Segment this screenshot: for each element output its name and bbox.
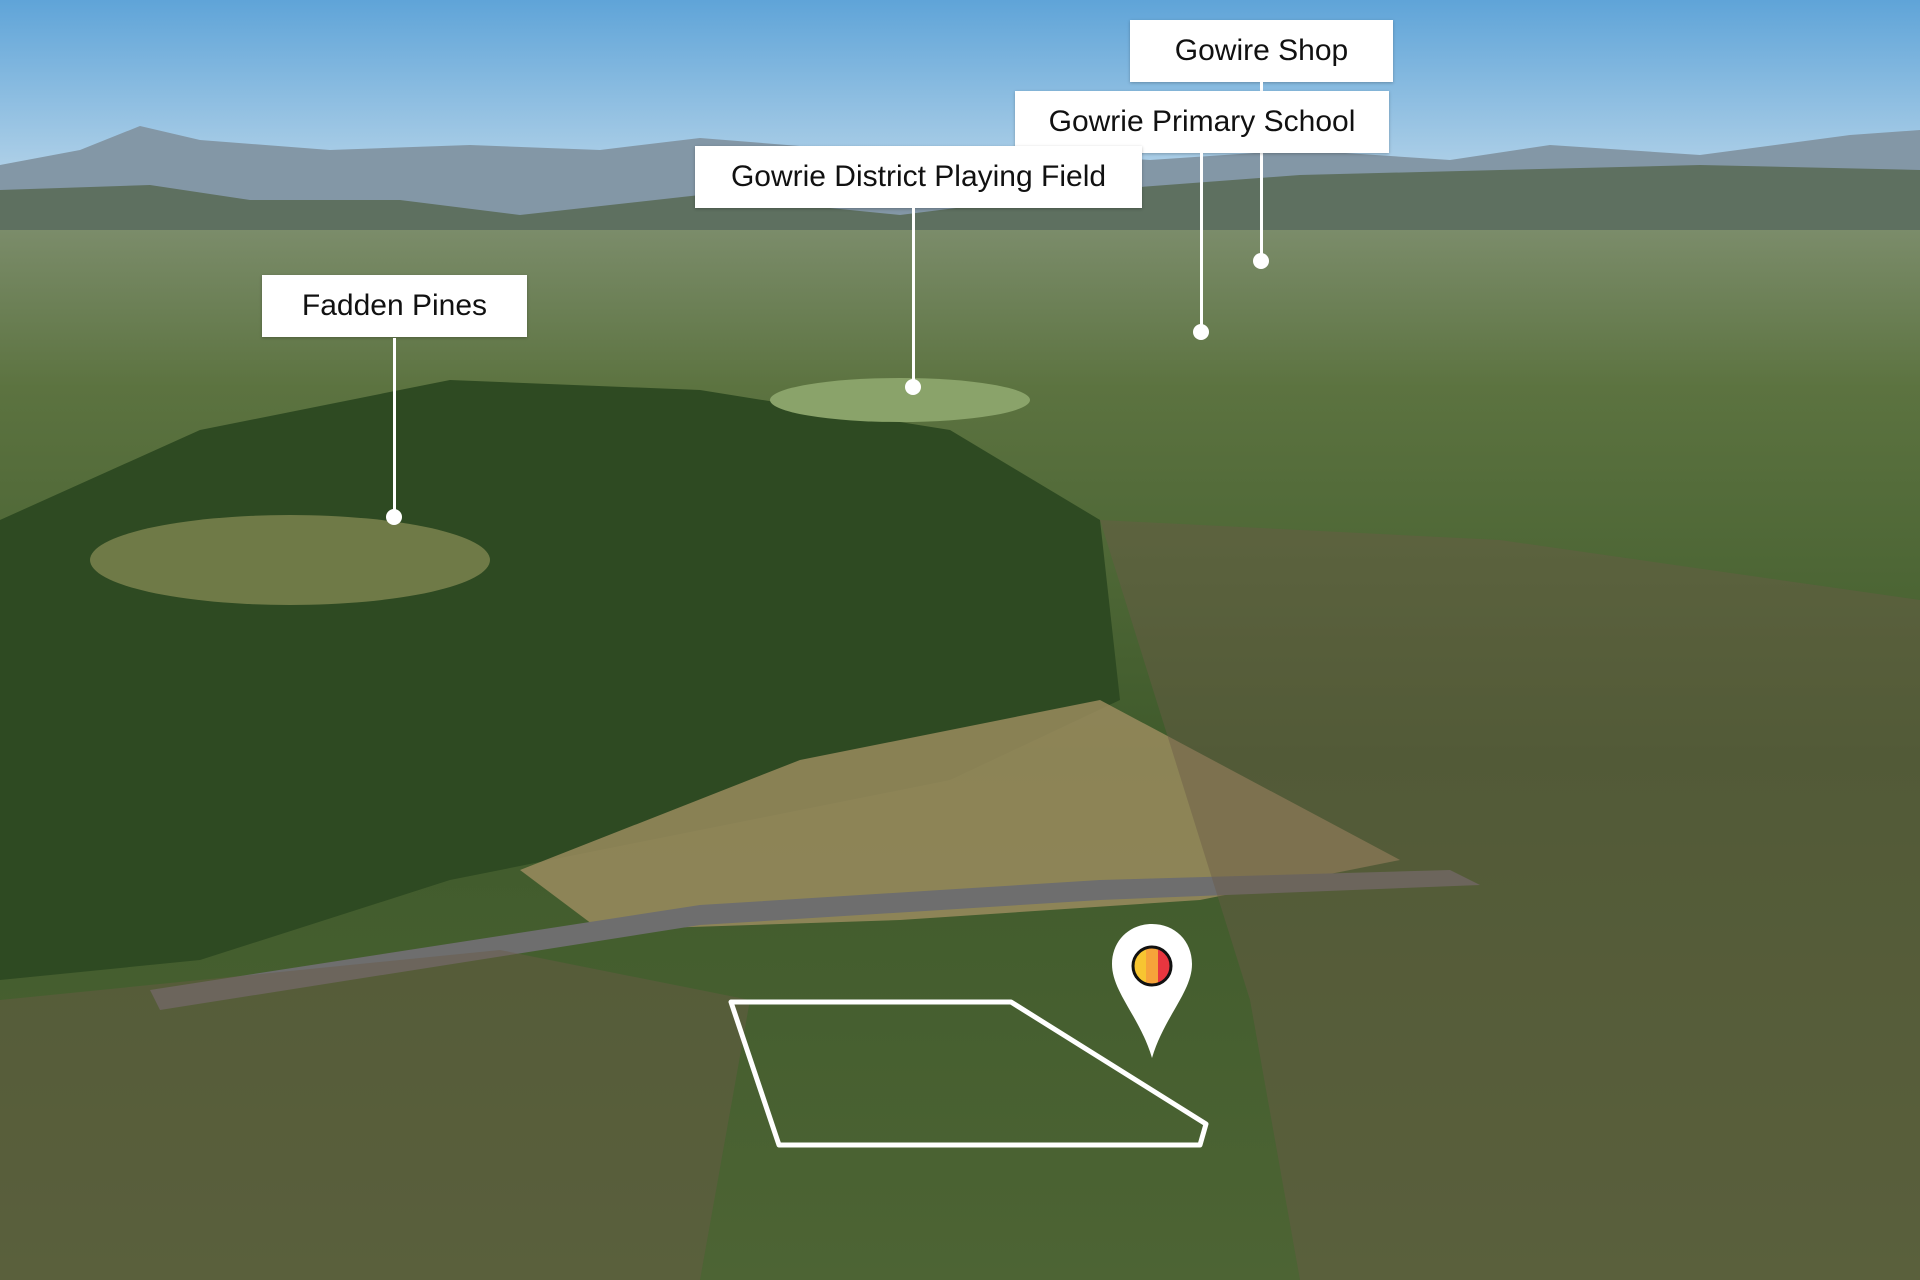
marker-dot-gowrie-primary-school bbox=[1193, 324, 1209, 340]
label-gowrie-district-playing-field: Gowrie District Playing Field bbox=[695, 146, 1142, 208]
label-gowrie-shop: Gowire Shop bbox=[1130, 20, 1393, 82]
open-parkland bbox=[520, 700, 1400, 930]
label-fadden-pines: Fadden Pines bbox=[262, 275, 527, 337]
road bbox=[150, 870, 1480, 1010]
leader-line-gowrie-shop bbox=[1260, 82, 1263, 261]
location-pin-icon bbox=[1112, 924, 1192, 1058]
leader-line-playing-field bbox=[912, 208, 915, 387]
houses-right bbox=[1100, 520, 1920, 1280]
leader-line-gowrie-primary-school bbox=[1200, 153, 1203, 332]
houses-left bbox=[0, 950, 750, 1280]
marker-dot-fadden-pines bbox=[386, 509, 402, 525]
marker-dot-playing-field bbox=[905, 379, 921, 395]
fadden-pines-clearing bbox=[90, 515, 490, 605]
property-boundary-outline bbox=[728, 999, 1209, 1148]
playing-field bbox=[770, 378, 1030, 422]
marker-dot-gowrie-shop bbox=[1253, 253, 1269, 269]
leader-line-fadden-pines bbox=[393, 338, 396, 517]
label-gowrie-primary-school: Gowrie Primary School bbox=[1015, 91, 1389, 153]
